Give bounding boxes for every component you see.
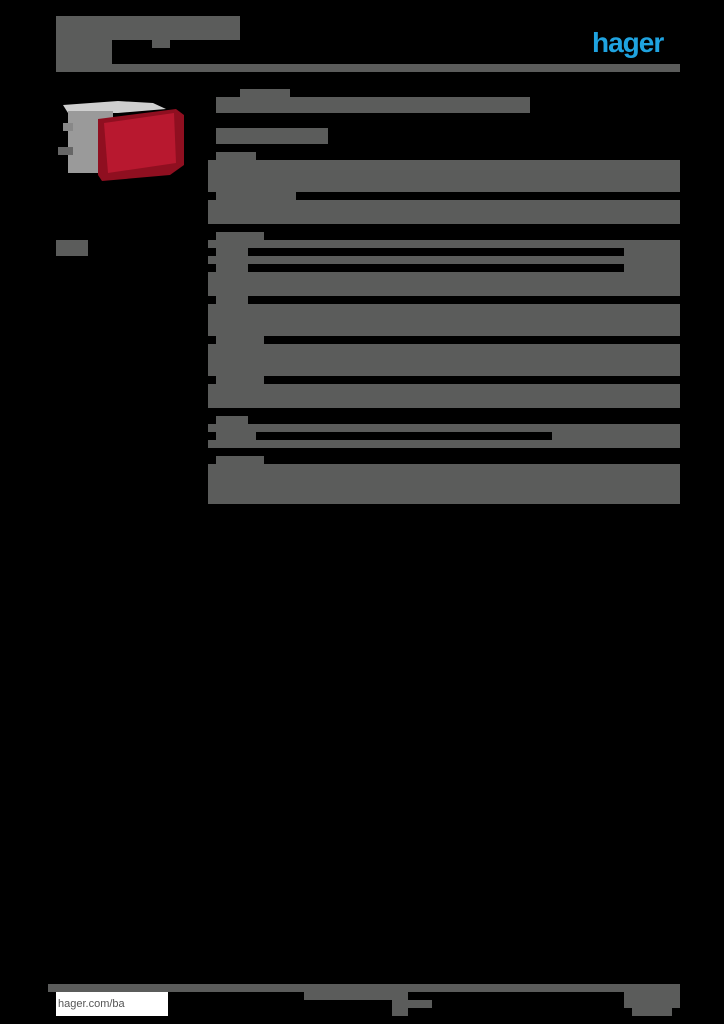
footer-center-block	[392, 1000, 408, 1016]
section-label	[216, 152, 256, 160]
side-label	[56, 240, 88, 256]
section-label	[216, 456, 264, 464]
section-body	[208, 344, 680, 376]
section-body	[208, 160, 680, 192]
table-row-label	[216, 296, 248, 304]
header-title-tail	[152, 40, 170, 48]
section-label	[216, 416, 248, 424]
footer-page-number	[632, 1008, 672, 1016]
product-subtitle	[216, 128, 328, 144]
section-body	[208, 200, 680, 224]
section-label	[216, 336, 264, 344]
footer-page-number	[624, 992, 680, 1008]
table-row	[208, 272, 680, 296]
product-image	[58, 101, 184, 181]
table-row	[208, 256, 624, 264]
section-label	[216, 232, 264, 240]
section-body	[208, 464, 680, 504]
section-body	[208, 384, 680, 408]
table-row-value	[552, 432, 680, 440]
footer-center-dash	[408, 1000, 432, 1008]
table-row	[208, 240, 680, 248]
section-label	[216, 376, 264, 384]
header-subtitle-block	[56, 40, 112, 64]
footer-divider	[48, 984, 680, 992]
hager-logo: hager	[592, 27, 664, 58]
table-row-label	[216, 432, 256, 440]
footer-website-link[interactable]: hager.com/ba	[56, 992, 168, 1016]
table-row	[208, 440, 680, 448]
product-title	[216, 97, 530, 113]
header-title-block	[56, 16, 240, 40]
section-label	[216, 192, 296, 200]
section-body	[208, 304, 680, 336]
product-title-caps	[240, 89, 290, 97]
table-row	[208, 424, 680, 432]
header-divider	[56, 64, 680, 72]
footer-center-block	[304, 992, 408, 1000]
